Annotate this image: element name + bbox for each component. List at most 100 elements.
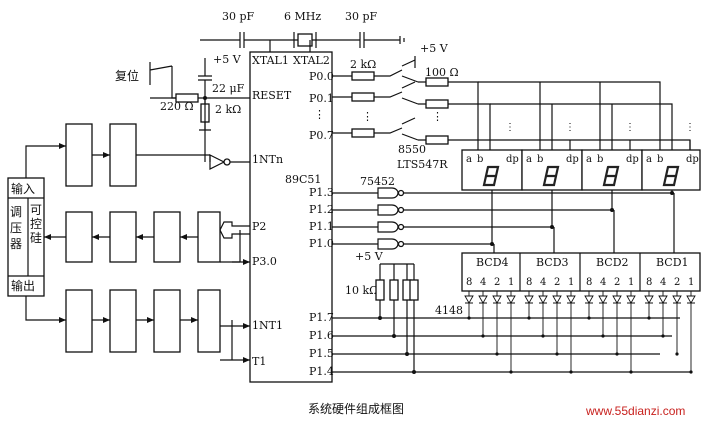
display-digit-3 bbox=[521, 149, 583, 191]
opto1-block bbox=[65, 211, 93, 263]
rectify-block bbox=[109, 289, 137, 353]
output-label: 输出 bbox=[11, 278, 35, 293]
stepdown-block bbox=[65, 289, 93, 353]
mcu-p11-label: P1.1 bbox=[309, 220, 334, 233]
reset-label: 复位 bbox=[115, 68, 139, 83]
reset-circuit: 复位 +5 V 22 μF 220 Ω 2 kΩ bbox=[115, 53, 250, 131]
seg-label-b: b bbox=[657, 154, 663, 165]
watermark: www.55dianzi.com bbox=[585, 404, 685, 418]
mcu-p12-label: P1.2 bbox=[309, 203, 334, 216]
scr-char: 硅 bbox=[30, 231, 42, 245]
seg-label-a: a bbox=[646, 154, 652, 165]
display-part-label: LTS547R bbox=[397, 158, 448, 171]
svg-text:⋮: ⋮ bbox=[625, 122, 635, 133]
driver-rbase-label: 2 kΩ bbox=[350, 58, 376, 71]
bcd-weight: 4 bbox=[660, 277, 666, 288]
bcd-label: BCD4 bbox=[476, 256, 509, 269]
bcd-weight: 1 bbox=[688, 277, 694, 288]
driver-transistor-label: 8550 bbox=[398, 143, 426, 156]
seg-label-b: b bbox=[597, 154, 603, 165]
regulator-char: 器 bbox=[10, 237, 22, 251]
input-label: 输入 bbox=[11, 181, 35, 196]
mcu-p10-label: P1.0 bbox=[309, 237, 334, 250]
bcd-weight: 8 bbox=[526, 277, 532, 288]
mcu-xtal1-label: XTAL1 bbox=[252, 54, 289, 67]
seven-segment-digit bbox=[482, 165, 500, 187]
signal-chain: 输入 输出 过零检测脉冲整形调压器可控硅光隔驱动译码锁存降压整流滤波压频变换光隔 bbox=[7, 100, 250, 363]
diode-label: 4148 bbox=[435, 304, 463, 317]
regulator-char: 压 bbox=[10, 221, 22, 235]
svg-text:⋮: ⋮ bbox=[505, 122, 515, 133]
seg-label-dp: dp bbox=[626, 154, 639, 165]
opto2-block bbox=[197, 289, 221, 353]
seg-label-a: a bbox=[466, 154, 472, 165]
decode-block bbox=[153, 211, 181, 263]
mcu-t1-label: T1 bbox=[252, 355, 266, 368]
scr-char: 可 bbox=[30, 203, 42, 217]
crystal-freq-label: 6 MHz bbox=[284, 10, 321, 23]
driver-dots-right: ⋮ bbox=[432, 110, 443, 123]
seven-segment-digit bbox=[542, 165, 560, 187]
display-digit-1 bbox=[641, 149, 701, 191]
mcu-p14-label: P1.4 bbox=[309, 365, 334, 378]
mcu-reset-label: RESET bbox=[252, 89, 292, 102]
pullup-r-label: 10 kΩ bbox=[345, 284, 378, 297]
mcu-p0-dots: ⋮ bbox=[314, 108, 325, 121]
pulse-shape-block bbox=[109, 123, 137, 187]
bcd-weight: 4 bbox=[540, 277, 546, 288]
segment-driver-circuit: 2 kΩ +5 V 100 Ω 8550 LTS547R ⋮ ⋮ ⋮ ⋮ ⋮ ⋮ bbox=[332, 42, 695, 171]
display-digit-2 bbox=[581, 149, 643, 191]
gate-chip-label: 75452 bbox=[360, 175, 395, 188]
regulator-char: 调 bbox=[10, 205, 22, 219]
vf-convert-block bbox=[153, 289, 181, 353]
drive-block bbox=[109, 211, 137, 263]
mcu-int1-label: 1NT1 bbox=[252, 319, 283, 332]
svg-text:⋮: ⋮ bbox=[685, 122, 695, 133]
crystal-cap-right-label: 30 pF bbox=[345, 10, 378, 23]
mcu-p01-label: P0.1 bbox=[309, 92, 334, 105]
bcd-weight: 2 bbox=[614, 277, 620, 288]
seven-segment-digit bbox=[662, 165, 680, 187]
bcd-weight: 8 bbox=[586, 277, 592, 288]
seven-segment-digit bbox=[602, 165, 620, 187]
mcu-name: 89C51 bbox=[285, 173, 321, 186]
figure-caption: 系统硬件组成框图 bbox=[308, 402, 404, 416]
mcu-p17-label: P1.7 bbox=[309, 311, 334, 324]
bcd-label: BCD3 bbox=[536, 256, 569, 269]
gate-chip-75452: 75452 bbox=[332, 175, 675, 253]
reset-r1-label: 220 Ω bbox=[160, 100, 194, 113]
mcu-xtal2-label: XTAL2 bbox=[293, 54, 330, 67]
pullup-resistors: +5 V 10 kΩ bbox=[332, 250, 690, 374]
mcu-chip bbox=[249, 51, 333, 383]
reset-r2-label: 2 kΩ bbox=[215, 103, 241, 116]
bcd-weight: 1 bbox=[508, 277, 514, 288]
crystal-circuit: 30 pF 6 MHz 30 pF bbox=[200, 10, 405, 52]
reset-vcc-label: +5 V bbox=[213, 53, 242, 66]
seg-label-a: a bbox=[526, 154, 532, 165]
mcu-p07-label: P0.7 bbox=[309, 129, 334, 142]
seg-label-a: a bbox=[586, 154, 592, 165]
bcd-weight: 4 bbox=[480, 277, 486, 288]
driver-vcc-label: +5 V bbox=[420, 42, 449, 55]
crystal-cap-left-label: 30 pF bbox=[222, 10, 255, 23]
bcd-label: BCD1 bbox=[656, 256, 689, 269]
bcd-weight: 1 bbox=[628, 277, 634, 288]
seg-label-dp: dp bbox=[506, 154, 519, 165]
bcd-weight: 2 bbox=[494, 277, 500, 288]
latch-block bbox=[197, 211, 221, 263]
svg-text:⋮: ⋮ bbox=[565, 122, 575, 133]
bcd-weight: 1 bbox=[568, 277, 574, 288]
mcu-p2-label: P2 bbox=[252, 220, 266, 233]
pullup-vcc-label: +5 V bbox=[355, 250, 384, 263]
seg-label-b: b bbox=[477, 154, 483, 165]
mcu-p30-label: P3.0 bbox=[252, 255, 277, 268]
bcd-weight: 2 bbox=[674, 277, 680, 288]
bcd-weight: 4 bbox=[600, 277, 606, 288]
seg-label-dp: dp bbox=[686, 154, 699, 165]
seg-label-b: b bbox=[537, 154, 543, 165]
bcd-weight: 8 bbox=[646, 277, 652, 288]
